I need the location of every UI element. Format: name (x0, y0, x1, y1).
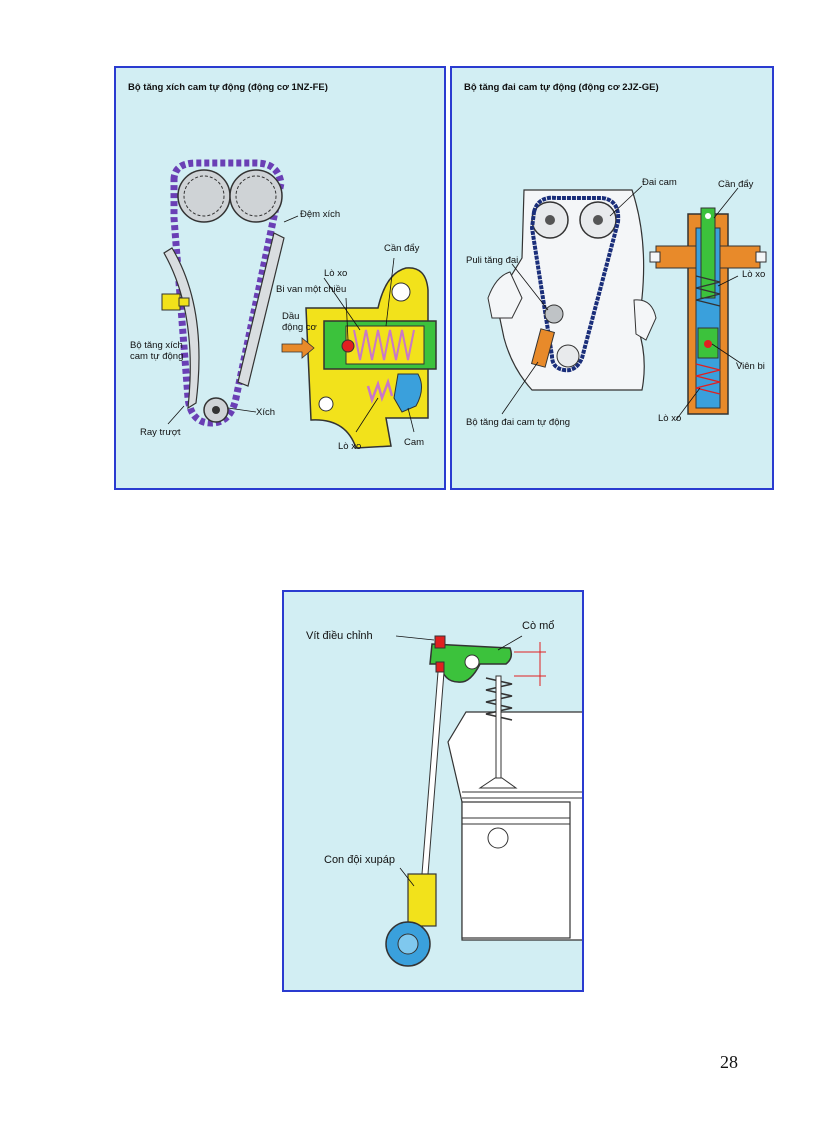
label-idler: Puli tăng đai (466, 255, 519, 266)
chain-tensioner-panel: Bộ tăng xích cam tự động (động cơ 1NZ-FE… (114, 66, 446, 490)
upper-spring (695, 275, 721, 307)
label-check-ball: Bi van một chiều (276, 284, 347, 295)
label-lifter: Con đội xupáp (324, 854, 395, 866)
idler-pulley (544, 304, 564, 324)
belt-auto-tensioner (530, 328, 556, 368)
label-slipper: Ray trượt (140, 427, 181, 438)
chain-damper (237, 232, 285, 387)
check-ball (341, 339, 355, 353)
adjusting-screw (434, 635, 446, 649)
small-tensioner (161, 293, 181, 311)
label-adjust-screw: Vít điều chỉnh (306, 630, 373, 642)
main-spring (353, 329, 415, 361)
valve-lifter (407, 873, 437, 927)
lower-spring (695, 363, 721, 395)
label-cam: Cam (404, 437, 425, 448)
label-rocker-arm: Cò mổ (522, 620, 555, 632)
label-chain-damper: Đệm xích (300, 209, 341, 220)
timing-belt (529, 195, 621, 373)
cam-lever (393, 373, 422, 413)
piston (461, 801, 571, 939)
oil-arrow (281, 337, 315, 359)
label-chain: Xích (256, 407, 276, 418)
right-cam-sprocket (229, 169, 283, 223)
valve-stem (495, 675, 502, 781)
belt-tensioner-panel: Bộ tăng đai cam tự động (động cơ 2JZ-GE) (450, 66, 774, 490)
rocker-arm-panel: Vít điều chỉnh Cò mổ Con đội xupáp (282, 590, 584, 992)
label-plunger: Cần đẩy (384, 243, 420, 254)
label-belt-tensioner: Bộ tăng đai cam tự động (466, 417, 571, 428)
label-ball: Viên bi (736, 361, 765, 372)
left-cam-sprocket (177, 169, 231, 223)
pushrod (700, 207, 716, 299)
page-number: 28 (720, 1052, 738, 1072)
valve-ball (704, 340, 712, 348)
rocker-arm-diagram (385, 635, 582, 967)
panel-title: Bộ tăng xích cam tự động (động cơ 1NZ-FE… (128, 82, 328, 93)
label-spring-bottom: Lò xo (338, 441, 362, 452)
panel-title: Bộ tăng đai cam tự động (động cơ 2JZ-GE) (464, 82, 659, 93)
label-pushrod: Cần đẩy (718, 179, 754, 190)
lower-spring (366, 378, 394, 404)
belt-tensioner-diagram (487, 185, 767, 421)
label-belt: Đai cam (642, 177, 677, 188)
label-spring-top: Lò xo (742, 269, 766, 280)
timing-chain (170, 159, 285, 427)
chain-slipper (163, 247, 200, 410)
label-spring-bottom: Lò xo (658, 413, 682, 424)
crank-pulley (556, 344, 580, 368)
chain-tensioner-diagram (161, 159, 437, 449)
label-spring-top: Lò xo (324, 268, 348, 279)
push-rod (421, 671, 445, 875)
